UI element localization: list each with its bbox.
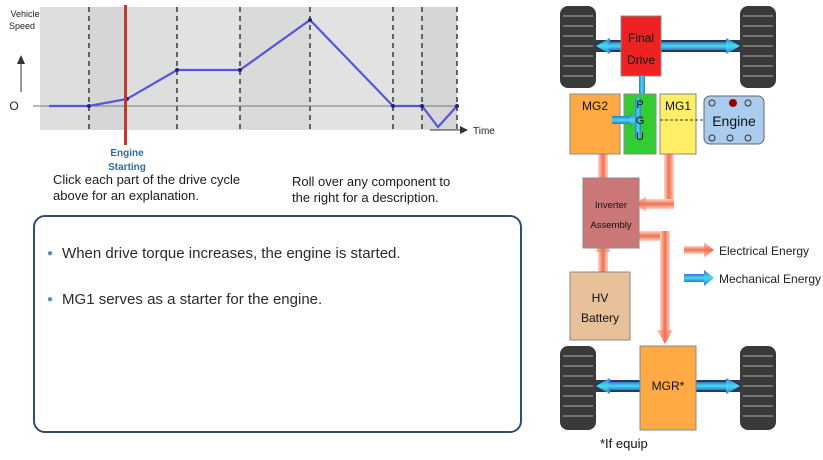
mg2-box[interactable] — [569, 93, 621, 155]
mg2-label: MG2 — [582, 99, 608, 113]
legend-mechanical-label: Mechanical Energy — [719, 272, 821, 286]
mechanical-flow-mg2-to-pgu — [612, 116, 632, 124]
legend-electrical: Electrical Energy — [684, 242, 809, 258]
mgr-box[interactable] — [639, 345, 697, 431]
instruction-components-line2: the right for a description. — [292, 190, 439, 205]
final-drive-label-line1: Final — [628, 31, 654, 45]
pgu-label-g: G — [636, 115, 645, 127]
x-axis-arrowhead — [460, 126, 468, 134]
cycle-segment-deceleration[interactable] — [310, 7, 393, 130]
hybrid-system-diagram: Final Drive MG2 P G U MG1 Engine Inverte… — [560, 6, 821, 451]
electrical-flow-inverter-right — [630, 231, 670, 241]
electrical-arrow-down-icon — [657, 330, 673, 344]
engine-starting-marker — [124, 5, 127, 145]
pgu-label-p: P — [636, 99, 643, 111]
hv-battery-box[interactable] — [569, 271, 631, 341]
y-axis-label-vehicle: Vehicle — [10, 9, 39, 19]
cycle-segment-start[interactable] — [89, 7, 127, 130]
legend-electrical-label: Electrical Energy — [719, 244, 809, 258]
y-axis-arrowhead — [17, 55, 25, 64]
final-drive-box[interactable] — [620, 15, 662, 77]
engine-label: Engine — [712, 113, 756, 129]
y-axis-label-speed: Speed — [9, 21, 35, 31]
mechanical-arrow-right-icon — [630, 113, 638, 127]
mg1-box[interactable] — [659, 93, 697, 155]
segment-dividers — [88, 7, 458, 130]
cycle-segment-engine-starting[interactable] — [127, 7, 177, 130]
electrical-flow-mg1-down — [664, 154, 674, 208]
front-right-wheel-icon — [740, 6, 776, 88]
electrical-arrow-left-icon — [636, 196, 646, 212]
electrical-energy-arrow-icon — [704, 242, 714, 258]
mg1-label: MG1 — [665, 99, 691, 113]
cycle-segment-stop[interactable] — [393, 7, 422, 130]
rear-left-wheel-icon — [560, 346, 596, 430]
legend-mechanical: Mechanical Energy — [684, 270, 821, 286]
rear-axle-left-arrow-shaft — [608, 382, 644, 390]
inverter-label-line1: Inverter — [595, 200, 627, 211]
hv-battery-label-line1: HV — [592, 291, 609, 305]
mechanical-energy-arrow-icon — [704, 270, 714, 286]
electrical-flow-mg1-to-inverter — [640, 199, 674, 209]
inverter-label-line2: Assembly — [590, 220, 631, 231]
inverter-assembly-box[interactable] — [582, 177, 640, 249]
explanation-bullet: ● MG1 serves as a starter for the engine. — [47, 291, 322, 308]
electrical-flow-battery-to-inverter — [598, 248, 608, 272]
engine-indicator-dot — [729, 99, 737, 107]
front-axle-left-arrow-shaft — [608, 42, 622, 50]
marker-label-starting: Starting — [108, 162, 146, 173]
mechanical-flow-pgu-up — [635, 98, 641, 138]
vehicle-speed-curve — [49, 18, 458, 129]
engine-cylinder-icons — [708, 99, 752, 142]
engine-box[interactable] — [703, 95, 765, 145]
footnote: *If equip — [600, 436, 648, 451]
front-axle-left-arrow-icon — [596, 38, 610, 54]
pgu-label-u: U — [636, 131, 644, 143]
mgr-label: MGR* — [652, 379, 685, 393]
explanation-panel: ● When drive torque increases, the engine… — [33, 215, 522, 433]
instruction-drive-cycle: Click each part of the drive cycle above… — [53, 172, 240, 204]
x-axis-label-time: Time — [473, 126, 495, 137]
front-axle-right-arrow-shaft — [658, 42, 728, 50]
instruction-drive-cycle-line1: Click each part of the drive cycle — [53, 172, 241, 187]
final-drive-shaft — [639, 76, 645, 96]
front-left-wheel-icon — [560, 6, 596, 88]
final-drive-label-line2: Drive — [627, 53, 655, 67]
marker-label-engine: Engine — [110, 148, 144, 159]
rear-axle-right-arrow-icon — [726, 378, 740, 394]
cycle-segment-stopped[interactable] — [40, 7, 89, 130]
cycle-segment-acceleration[interactable] — [240, 7, 310, 130]
explanation-bullet: ● When drive torque increases, the engine… — [47, 245, 401, 262]
bullet-dot-icon: ● — [47, 248, 54, 259]
electrical-flow-to-mgr — [660, 231, 670, 331]
instruction-components: Roll over any component to the right for… — [292, 174, 450, 206]
rear-axle-right-arrow-shaft — [694, 382, 728, 390]
rear-axle-left-arrow-icon — [596, 378, 610, 394]
electrical-energy-swatch — [684, 246, 706, 254]
instruction-drive-cycle-line2: above for an explanation. — [53, 188, 199, 203]
instruction-components-line1: Roll over any component to — [292, 174, 451, 189]
explanation-text: When drive torque increases, the engine … — [62, 245, 401, 262]
hv-battery-label-line2: Battery — [581, 311, 619, 325]
explanation-text: MG1 serves as a starter for the engine. — [62, 291, 323, 308]
cycle-segment-reverse[interactable] — [422, 7, 457, 130]
electrical-flow-inverter-to-mg2 — [598, 150, 608, 178]
origin-label: O — [9, 99, 18, 113]
bullet-dot-icon: ● — [47, 294, 54, 305]
cycle-segment-cruise[interactable] — [177, 7, 240, 130]
rear-right-wheel-icon — [740, 346, 776, 430]
drive-cycle-graph: Vehicle Speed O Time Engine Starting — [9, 5, 495, 173]
front-axle-right-arrow-icon — [726, 38, 740, 54]
mechanical-energy-swatch — [684, 274, 706, 282]
